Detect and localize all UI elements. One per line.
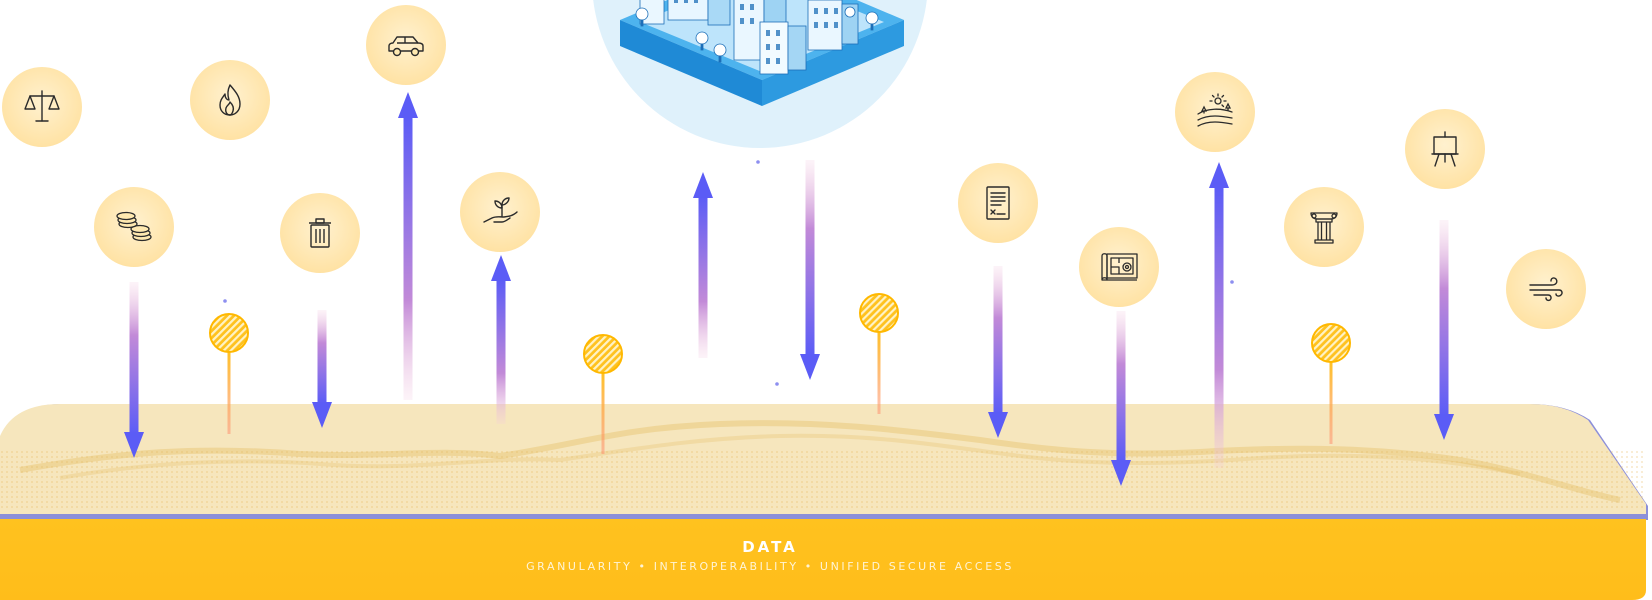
city-illustration	[593, 0, 927, 148]
data-platform	[0, 404, 1648, 600]
location-pin-4	[1311, 323, 1351, 444]
plant-hand-icon	[460, 172, 540, 252]
car-icon	[366, 5, 446, 85]
arrow-up-9	[1209, 162, 1229, 468]
data-band-subtitle: GRANULARITY • INTEROPERABILITY • UNIFIED…	[526, 560, 1014, 573]
easel-icon	[1405, 109, 1485, 189]
trash-icon	[280, 193, 360, 273]
landscape-icon	[1175, 72, 1255, 152]
arrow-up-5	[693, 172, 713, 358]
location-pin-2	[583, 334, 623, 454]
blueprint-icon	[1079, 227, 1159, 307]
column-icon	[1284, 187, 1364, 267]
arrow-down-8	[1111, 311, 1131, 486]
arrow-down-7	[988, 266, 1008, 438]
data-band-title: DATA	[742, 538, 798, 556]
wind-icon	[1506, 249, 1586, 329]
coins-icon	[94, 187, 174, 267]
location-pin-3	[859, 293, 899, 414]
scales-icon	[2, 67, 82, 147]
arrow-up-3	[398, 92, 418, 400]
arrow-up-4	[491, 255, 511, 424]
fire-icon	[190, 60, 270, 140]
document-icon	[958, 163, 1038, 243]
location-pin-1	[209, 313, 249, 434]
arrow-down-10	[1434, 220, 1454, 440]
arrow-down-6	[800, 160, 820, 380]
arrow-down-2	[312, 310, 332, 428]
data-arrows	[124, 92, 1454, 486]
location-pins	[209, 293, 1351, 454]
arrow-down-1	[124, 282, 144, 458]
